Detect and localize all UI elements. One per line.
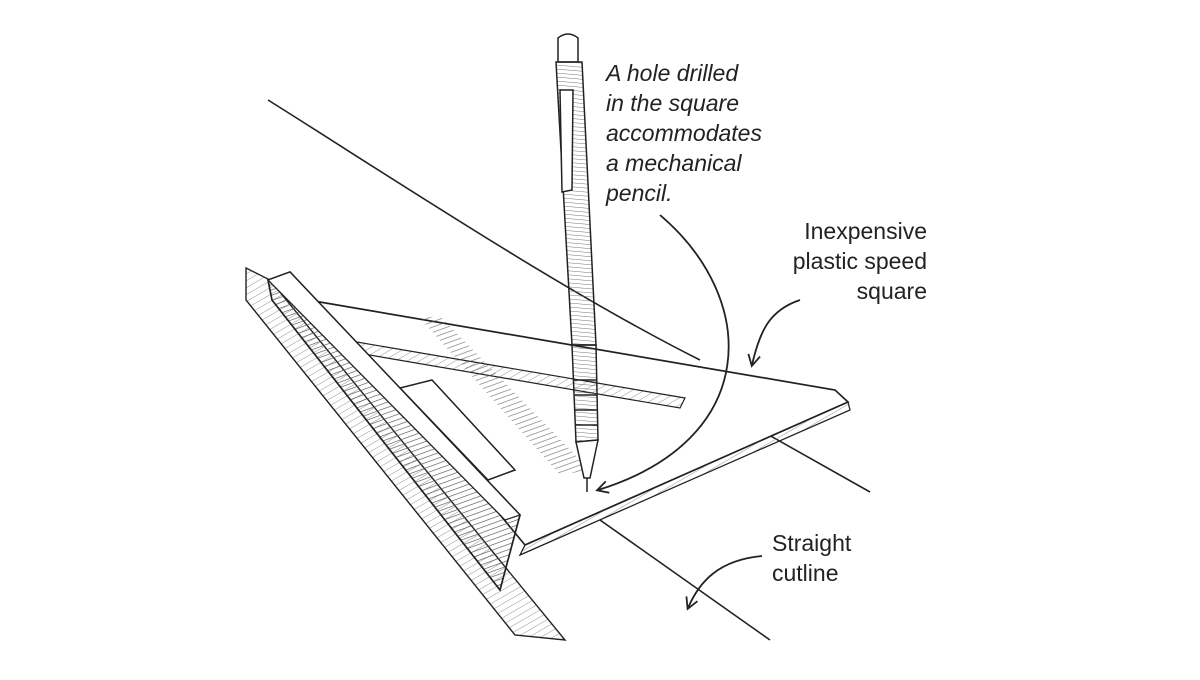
square-plate-edge xyxy=(518,401,851,557)
pencil-clip xyxy=(559,89,574,193)
pencil-cap xyxy=(557,33,579,63)
callout-line: accommodates xyxy=(606,120,762,146)
callout-line: in the square xyxy=(606,90,739,116)
callout-line: a mechanical xyxy=(606,150,742,176)
pencil-leader-arrow xyxy=(595,214,730,494)
pencil-hole-callout: A hole drilled in the square accommodate… xyxy=(606,58,762,208)
callout-line: square xyxy=(856,278,927,304)
callout-line: cutline xyxy=(772,560,839,586)
callout-line: Inexpensive xyxy=(804,218,927,244)
pencil-grip-rings xyxy=(574,379,598,426)
pencil-tip xyxy=(575,439,599,479)
pencil-grip xyxy=(571,344,599,443)
leader-arrows xyxy=(595,214,801,611)
cutline-leader-arrow xyxy=(685,555,763,611)
callout-line: pencil. xyxy=(606,180,673,206)
cutline-callout: Straight cutline xyxy=(772,528,851,588)
square-leader-arrow xyxy=(747,299,801,368)
callout-line: Straight xyxy=(772,530,852,556)
square-fence-top xyxy=(266,271,522,521)
mechanical-pencil xyxy=(555,33,599,492)
callout-line: plastic speed xyxy=(792,248,927,274)
square-shaded-strip xyxy=(420,316,590,475)
speed-square-callout: Inexpensive plastic speed square xyxy=(760,216,927,306)
callout-line: A hole drilled xyxy=(606,60,739,86)
